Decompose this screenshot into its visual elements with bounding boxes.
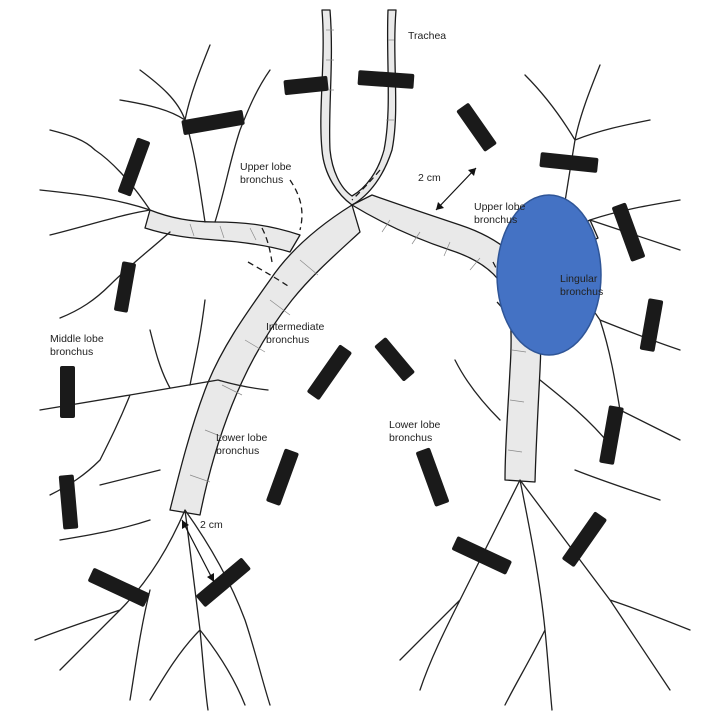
label-intermediate-2: bronchus: [266, 334, 309, 346]
label-upper-lobe-left: Upper lobe: [474, 201, 526, 213]
label-distance-lower: 2 cm: [200, 519, 223, 531]
label-intermediate: Intermediate: [266, 321, 325, 333]
label-trachea: Trachea: [408, 30, 446, 42]
label-lower-lobe-left: Lower lobe: [389, 419, 441, 431]
right-airway: [35, 45, 360, 710]
label-lingular: Lingular: [560, 273, 598, 285]
label-middle-lobe-2: bronchus: [50, 346, 93, 358]
label-upper-lobe-right-2: bronchus: [240, 174, 283, 186]
label-lingular-2: bronchus: [560, 286, 603, 298]
label-middle-lobe: Middle lobe: [50, 333, 104, 345]
left-airway: [352, 65, 690, 710]
label-lower-lobe-right: Lower lobe: [216, 432, 268, 444]
label-upper-lobe-right: Upper lobe: [240, 161, 292, 173]
trachea: [321, 10, 396, 205]
label-lower-lobe-left-2: bronchus: [389, 432, 432, 444]
label-distance-upper: 2 cm: [418, 172, 441, 184]
label-upper-lobe-left-2: bronchus: [474, 214, 517, 226]
distance-arrow-upper: [436, 168, 476, 210]
label-lower-lobe-right-2: bronchus: [216, 445, 259, 457]
